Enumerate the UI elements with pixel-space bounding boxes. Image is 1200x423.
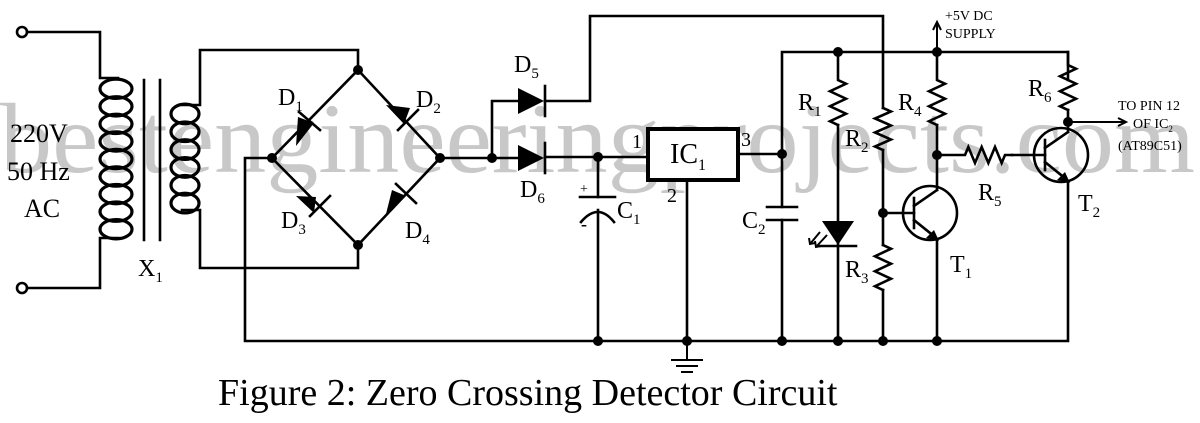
coil-turn	[98, 130, 134, 153]
output-arrow-icon	[1068, 117, 1129, 127]
resistor-zigzag	[935, 143, 1014, 167]
resistor-zigzag	[1056, 50, 1080, 112]
resistor-r6	[1056, 50, 1080, 112]
wire-d5-out	[543, 14, 885, 110]
input-terminal-top	[15, 25, 29, 39]
node-photodiode-ground	[833, 336, 843, 346]
ground-icon	[671, 341, 703, 373]
coil-turn	[98, 217, 134, 241]
wire-ground-bus	[243, 156, 1070, 343]
bridge-node-bottom	[353, 240, 363, 250]
resistor-r5	[935, 143, 1014, 167]
output-label-line1: TO PIN 12	[1118, 99, 1180, 114]
label-d4: D4	[405, 218, 430, 248]
coil-turn	[98, 200, 134, 223]
label-d5: D5	[514, 52, 539, 82]
c1-minus-sign: -	[581, 214, 587, 234]
resistor-r2	[871, 106, 895, 152]
coil-turn	[169, 138, 201, 161]
coil-turn	[169, 120, 201, 144]
transformer-label: X1	[138, 256, 163, 286]
light-ray-icon	[809, 231, 821, 245]
bridge-rectifier	[267, 65, 445, 250]
input-terminal-bottom	[15, 281, 29, 295]
output-label-line2: OF IC2	[1133, 117, 1173, 134]
bridge-node-top	[353, 65, 363, 75]
supply-label-line2: SUPPLY	[945, 27, 996, 42]
label-t2: T2	[1078, 191, 1100, 221]
label-r3: R3	[845, 257, 869, 287]
wire-input-bottom	[25, 236, 120, 290]
wire-secondary-top	[180, 48, 360, 107]
node-r3-ground	[878, 336, 888, 346]
label-t1: T1	[950, 252, 972, 282]
resistor-zigzag	[826, 50, 850, 127]
node-c2-ground	[777, 336, 787, 346]
wire-secondary-bottom	[180, 208, 360, 270]
resistor-r4	[925, 50, 949, 127]
c1-plus-sign: +	[580, 182, 588, 197]
resistor-zigzag	[871, 243, 895, 292]
coil-turn	[98, 165, 134, 188]
coil-turn	[98, 112, 134, 136]
resistor-r3	[871, 243, 895, 292]
label-d3: D3	[281, 208, 306, 238]
label-r2: R2	[845, 126, 869, 156]
transformer-primary-coil	[98, 77, 134, 241]
label-c1: C1	[617, 198, 641, 228]
diode-d4	[386, 182, 418, 214]
label-r6: R6	[1028, 76, 1052, 106]
label-c2: C2	[742, 208, 766, 238]
ic1-pin3-label: 3	[741, 129, 751, 151]
node-c1-ground	[593, 336, 603, 346]
label-r1: R1	[798, 90, 822, 120]
output-label-line3: (AT89C51)	[1118, 139, 1182, 154]
transformer-secondary-coil	[169, 102, 201, 215]
coil-turn	[98, 182, 134, 206]
coil-turn	[169, 156, 201, 179]
wire-input-top	[25, 30, 120, 80]
diode-d3	[296, 194, 332, 218]
node-5v-out	[777, 149, 787, 159]
coil-turn	[98, 95, 134, 118]
coil-turn	[98, 77, 134, 101]
supply-label-line1: +5V DC	[945, 9, 993, 24]
coil-turn	[169, 173, 201, 197]
diode-d1	[296, 110, 322, 146]
resistor-zigzag	[871, 106, 895, 152]
resistor-zigzag	[925, 50, 949, 127]
label-d1: D1	[278, 85, 303, 115]
node-t1-ground	[932, 336, 942, 346]
transistor-t2	[1010, 126, 1090, 184]
input-voltage-label: 220V	[10, 119, 68, 148]
label-d2: D2	[416, 87, 441, 117]
coil-turn	[169, 191, 201, 215]
transistor-t1	[881, 184, 959, 242]
input-type-label: AC	[24, 194, 60, 223]
bridge-arm-d1	[270, 68, 360, 160]
ic1-pin2-label: 2	[667, 185, 677, 207]
label-ic1: IC1	[670, 139, 706, 174]
input-frequency-label: 50 Hz	[7, 157, 70, 186]
photodiode	[808, 221, 858, 249]
coil-turn	[98, 147, 134, 171]
figure-caption: Figure 2: Zero Crossing Detector Circuit	[218, 372, 838, 414]
resistor-r1	[826, 50, 850, 127]
label-r4: R4	[898, 90, 922, 120]
wire-d5-in	[490, 99, 520, 160]
label-r5: R5	[978, 180, 1002, 210]
label-d6: D6	[520, 177, 545, 207]
ic1-pin1-label: 1	[632, 131, 642, 153]
diode-d2	[386, 105, 420, 132]
